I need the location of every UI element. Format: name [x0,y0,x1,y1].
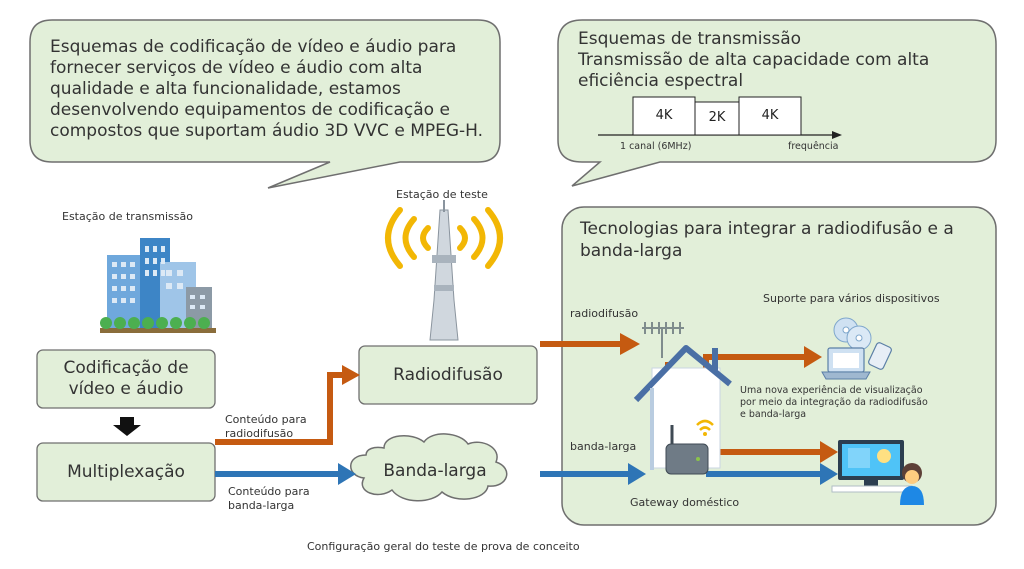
mux-box-label: Multiplexação [67,462,185,482]
broadband-content-label: Conteúdo para banda-larga [228,485,310,512]
antenna-icon [642,322,684,358]
frequency-label: frequência [788,141,839,152]
broadcast-content-label: Conteúdo para radiodifusão [225,413,307,440]
disc-icon [833,317,872,351]
tech-panel-title: Tecnologias para integrar a radiodifusão… [580,219,954,261]
buildings-icon [100,238,216,333]
tv-icon [831,440,913,493]
encoding-box [36,349,216,409]
radio-waves [385,207,503,269]
codec-bubble-text: Esquemas de codificação de vídeo e áudio… [50,37,484,141]
caption: Configuração geral do teste de prova de … [307,540,580,553]
broadband-cloud-label: Banda-larga [383,461,487,481]
broadband-arrowheads [338,463,838,485]
test-station-label: Estação de teste [396,188,488,201]
gateway-label: Gateway doméstico [630,496,740,509]
broadband-cloud [350,433,508,502]
band-label-2k: 2K [708,110,726,125]
devices-label: Suporte para vários dispositivos [763,292,940,305]
broadcast-box-label: Radiodifusão [393,365,503,385]
router-icon [665,419,714,475]
tower-icon [385,200,503,341]
band-label-4k-left: 4K [655,108,673,123]
laptop-icon [821,347,871,380]
codec-bubble [29,19,501,189]
transmission-title: Esquemas de transmissão [578,29,802,49]
encoding-box-label: Codificação de vídeo e áudio [63,358,189,399]
experience-text: Uma nova experiência de visualização por… [740,385,928,420]
tech-broadcast-label: radiodifusão [570,307,639,320]
tech-broadband-label: banda-larga [570,440,637,453]
spectrum-diagram [598,96,842,139]
band-label-4k-right: 4K [761,108,779,123]
down-arrow [113,417,141,436]
band-2k [694,101,740,136]
station-label: Estação de transmissão [62,210,193,223]
phone-icon [868,342,892,370]
transmission-subtitle: Transmissão de alta capacidade com alta … [578,50,930,91]
channel-label: 1 canal (6MHz) [620,141,692,152]
band-4k-right [738,96,802,136]
child-icon [900,463,924,505]
band-4k-left [632,96,696,136]
